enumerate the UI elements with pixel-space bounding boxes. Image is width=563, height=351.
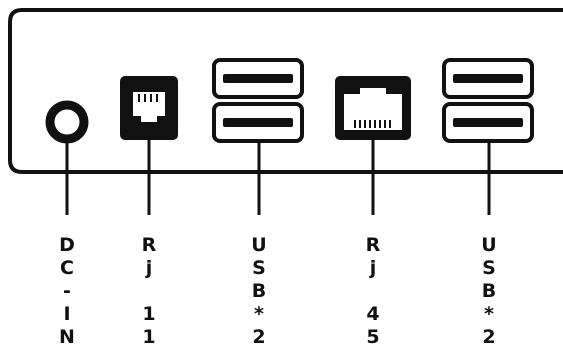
dc-jack-icon — [45, 100, 89, 144]
rj45-port-icon — [335, 76, 411, 140]
device-body-outline — [8, 8, 563, 174]
rj11-port-icon — [120, 76, 178, 140]
usb-double-port-icon — [442, 58, 534, 143]
usb-double-port-icon — [212, 58, 304, 143]
